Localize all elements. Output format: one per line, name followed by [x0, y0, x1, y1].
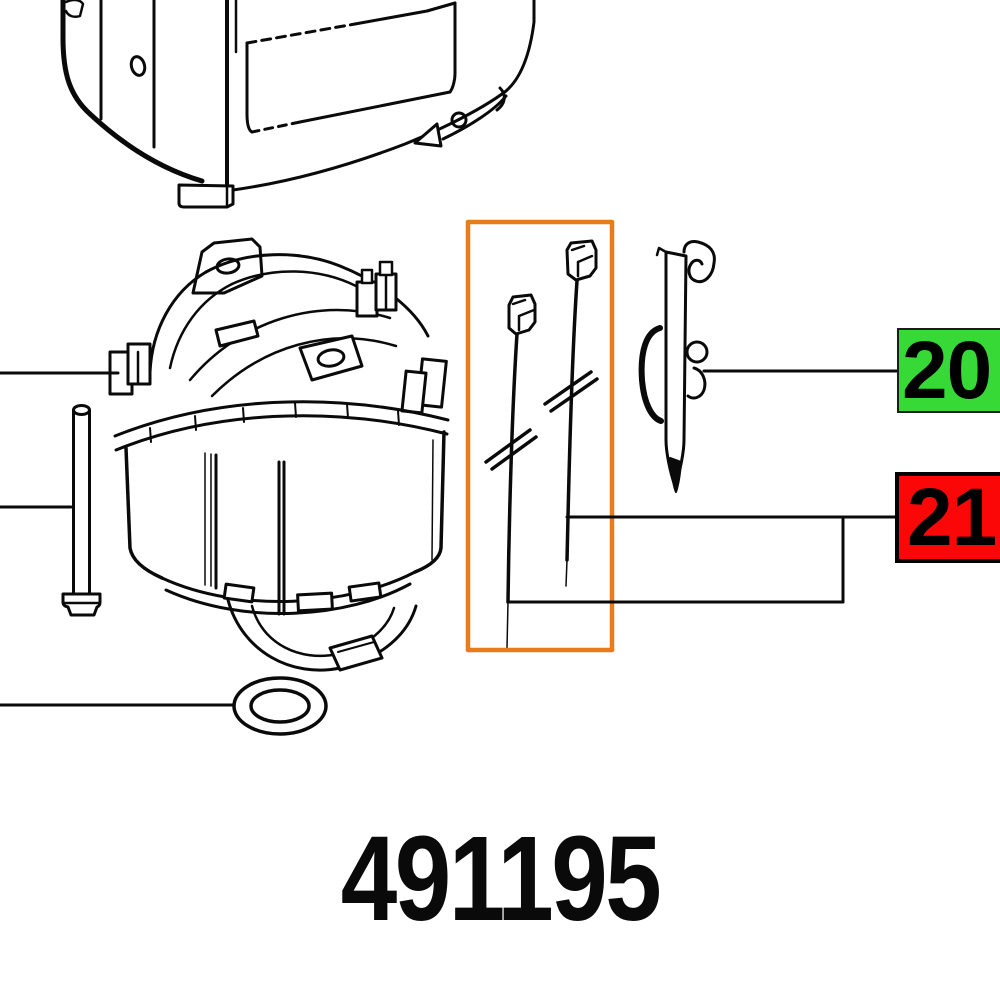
lead-wire-right: [543, 239, 599, 587]
part-number-caption: 491195: [340, 810, 662, 946]
wire-break-symbol: [543, 370, 599, 413]
housing-foot: [177, 183, 235, 209]
housing-recessed-panel: [245, 1, 457, 134]
leader-lines: [0, 369, 899, 707]
callout-number-20: 20: [902, 324, 992, 416]
stator-terminal-block: [355, 260, 398, 318]
wire-break-symbol: [484, 428, 538, 471]
callout-box-21[interactable]: 21: [895, 472, 1000, 563]
brush-spring-clip: [638, 240, 716, 493]
stator-right-lug: [400, 357, 448, 415]
callout-box-20[interactable]: 20: [897, 328, 1000, 413]
callout-number-21: 21: [907, 471, 997, 563]
highlight-selection-box: [465, 219, 615, 653]
tool-housing-partial: [60, 0, 536, 209]
o-ring-washer: [232, 676, 328, 736]
lead-wire-left: [484, 293, 538, 649]
long-screw: [61, 404, 102, 617]
housing-hole: [129, 55, 147, 77]
stator-field-coil: [108, 237, 450, 672]
stator-left-lug: [108, 342, 152, 396]
